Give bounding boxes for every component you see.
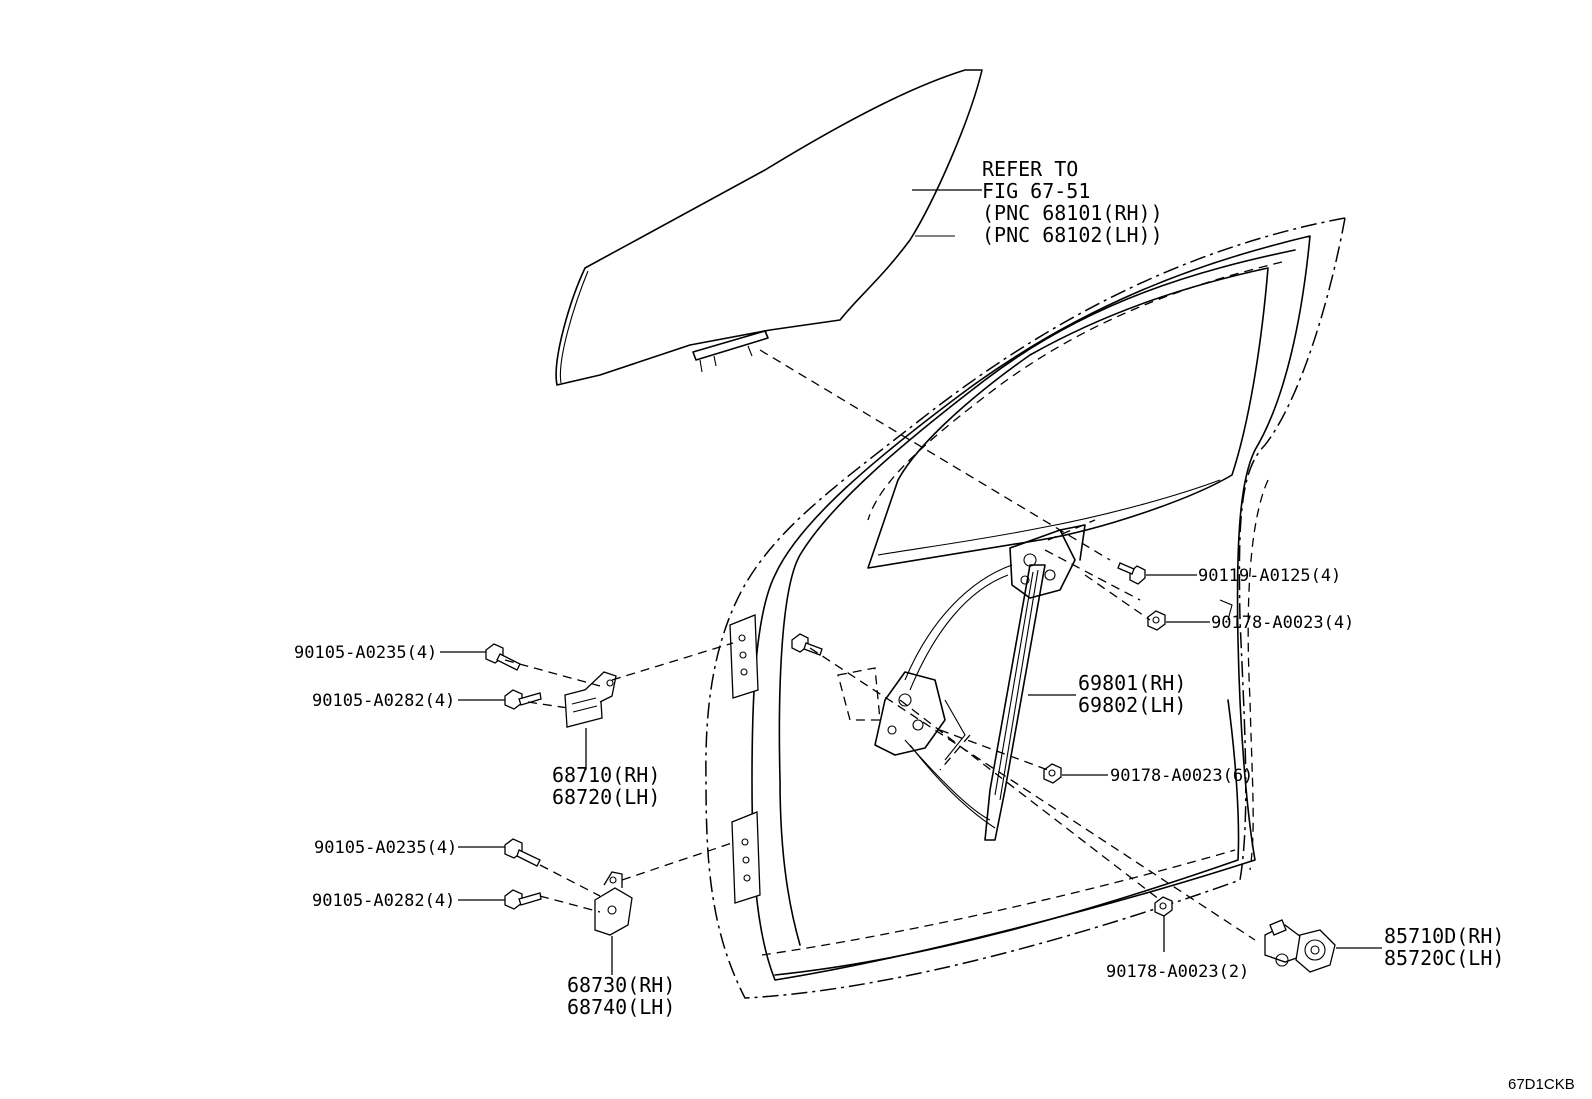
- refer-label-line2: FIG 67-51: [982, 179, 1091, 203]
- door-glass: [555, 69, 983, 386]
- label-motor-lh: 85720C(LH): [1384, 946, 1505, 970]
- label-lower-hinge-rh: 68730(RH): [567, 973, 676, 997]
- door-hinge-mount-plates: [729, 614, 761, 904]
- lower-hinge: [594, 871, 633, 936]
- label-90178-A0023-bottom: 90178-A0023(2): [1106, 962, 1250, 982]
- refer-label-line1: REFER TO: [982, 157, 1079, 181]
- label-upper-hinge-bolt-a: 90105-A0235(4): [294, 643, 438, 663]
- window-regulator: [837, 524, 1086, 841]
- hinge-bolts: [485, 643, 542, 910]
- label-regulator-rh: 69801(RH): [1078, 671, 1187, 695]
- refer-label-line4: (PNC 68102(LH)): [982, 223, 1163, 247]
- leader-lines: [440, 189, 1382, 975]
- window-regulator-motor: [1264, 919, 1336, 973]
- label-upper-hinge-lh: 68720(LH): [552, 785, 661, 809]
- label-90119-A0125: 90119-A0125(4): [1198, 566, 1342, 586]
- label-lower-hinge-lh: 68740(LH): [567, 995, 676, 1019]
- label-regulator-lh: 69802(LH): [1078, 693, 1187, 717]
- label-upper-hinge-bolt-b: 90105-A0282(4): [312, 691, 456, 711]
- label-lower-hinge-bolt-a: 90105-A0235(4): [314, 838, 458, 858]
- label-90178-A0023-top: 90178-A0023(4): [1211, 613, 1355, 633]
- assembly-lines: [504, 349, 1256, 941]
- upper-hinge: [564, 671, 617, 728]
- door-shell: [705, 217, 1346, 999]
- label-motor-rh: 85710D(RH): [1384, 924, 1505, 948]
- refer-label-line3: (PNC 68101(RH)): [982, 201, 1163, 225]
- label-90178-A0023-mid: 90178-A0023(6): [1110, 766, 1254, 786]
- label-upper-hinge-rh: 68710(RH): [552, 763, 661, 787]
- label-lower-hinge-bolt-b: 90105-A0282(4): [312, 891, 456, 911]
- regulator-fasteners: [791, 562, 1173, 917]
- figure-code: 67D1CKB: [1508, 1076, 1575, 1093]
